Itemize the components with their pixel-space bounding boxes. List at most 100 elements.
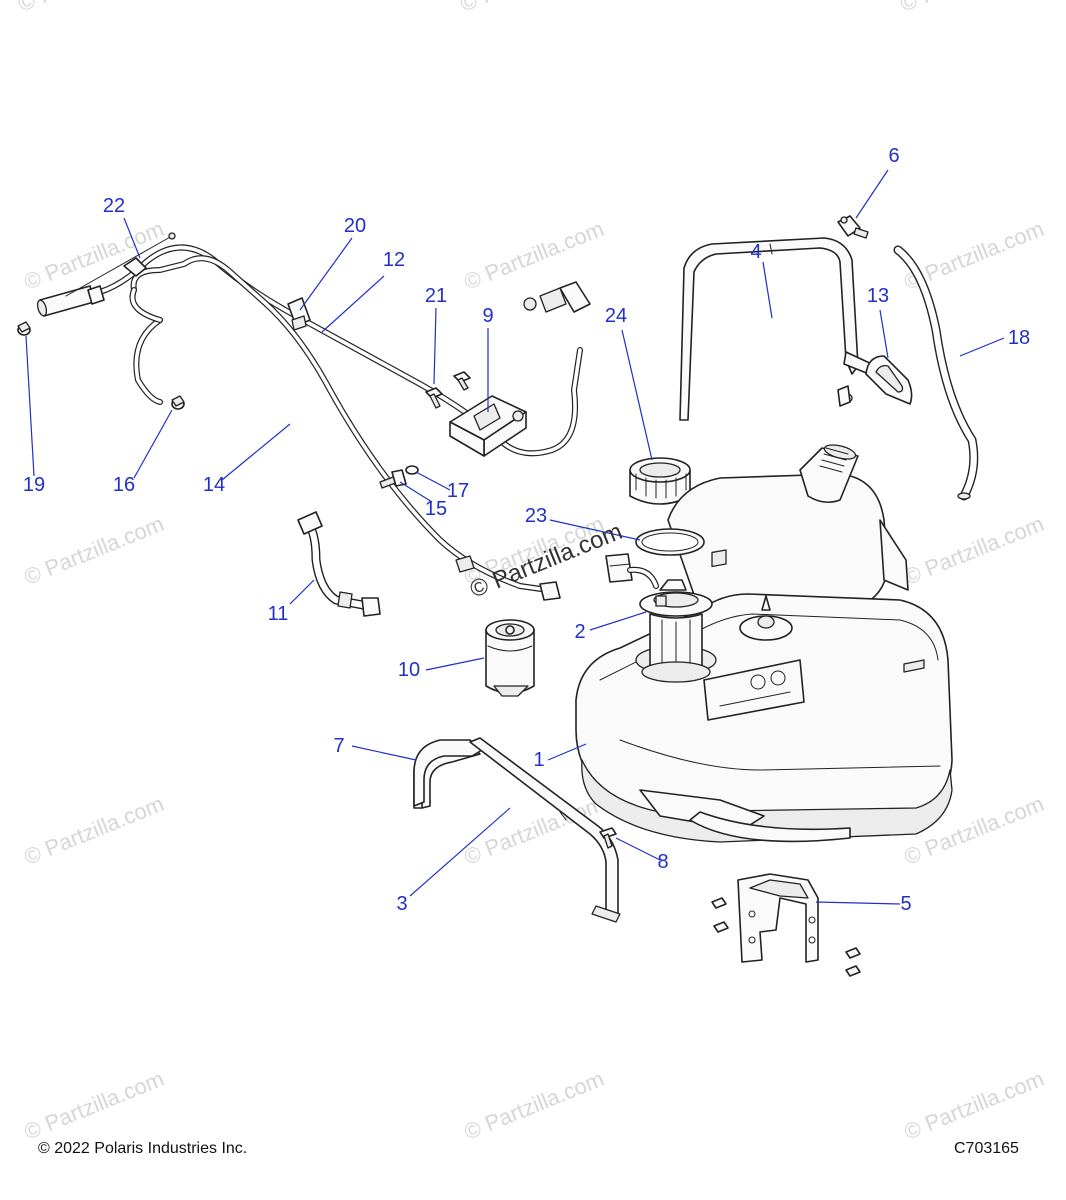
part-2-fuel-pump: [605, 553, 713, 683]
callout-18[interactable]: 18: [959, 327, 1030, 357]
callout-number[interactable]: 23: [525, 505, 547, 527]
watermark-text: © Partzilla.com: [21, 511, 168, 590]
callout-11[interactable]: 11: [268, 579, 315, 625]
callout-1[interactable]: 1: [533, 743, 587, 771]
callout-number[interactable]: 18: [1008, 327, 1030, 349]
callout-number[interactable]: 21: [425, 285, 447, 307]
callout-number[interactable]: 13: [867, 285, 889, 307]
callout-number[interactable]: 22: [103, 195, 125, 217]
part-17-o-ring: [405, 465, 419, 475]
callout-number[interactable]: 8: [657, 851, 668, 873]
callout-12[interactable]: 12: [321, 249, 405, 333]
callout-6[interactable]: 6: [855, 145, 900, 219]
callout-number[interactable]: 15: [425, 498, 447, 520]
part-23-pump-seal: [635, 528, 705, 556]
callout-number[interactable]: 6: [888, 145, 899, 167]
watermark-text: © Partzilla.com: [461, 1066, 608, 1145]
callout-14[interactable]: 14: [203, 423, 291, 496]
callout-number[interactable]: 17: [447, 480, 469, 502]
callout-15[interactable]: 15: [399, 481, 447, 520]
watermark-text: © Partzilla.com: [21, 791, 168, 870]
callout-20[interactable]: 20: [299, 215, 366, 311]
callout-leader: [959, 337, 1005, 357]
callout-5[interactable]: 5: [815, 893, 912, 915]
footer-copyright: © 2022 Polaris Industries Inc.: [38, 1140, 248, 1157]
callout-number[interactable]: 24: [605, 305, 627, 327]
callout-number[interactable]: 14: [203, 474, 225, 496]
callout-leader: [855, 169, 889, 219]
callout-number[interactable]: 16: [113, 474, 135, 496]
watermark-text: © Partzilla.com: [901, 1066, 1048, 1145]
callout-7[interactable]: 7: [333, 735, 417, 761]
part-12-fuel-line-upper: [36, 244, 591, 457]
callout-number[interactable]: 5: [900, 893, 911, 915]
watermark-text: © Partzilla.com: [461, 216, 608, 295]
callout-leader: [399, 481, 433, 503]
callout-19[interactable]: 19: [23, 335, 45, 496]
callout-leader: [615, 837, 661, 861]
callout-leader: [425, 657, 485, 671]
footer-diagram-code: C703165: [954, 1140, 1019, 1157]
callout-number[interactable]: 10: [398, 659, 420, 681]
callout-leader: [351, 745, 417, 761]
watermark-text: © Partzilla.com: [901, 511, 1048, 590]
part-18-vent-hose: [893, 245, 979, 501]
callout-leader: [762, 261, 773, 319]
part-4-upper-strap: [679, 237, 877, 421]
callout-4[interactable]: 4: [750, 241, 773, 319]
part-19-clamp: [17, 321, 31, 336]
callout-number[interactable]: 19: [23, 474, 45, 496]
callout-leader: [589, 611, 647, 631]
part-8-strap-bolt: [599, 827, 617, 849]
part-22-cable-tie: [65, 232, 176, 297]
part-24-lock-ring: [629, 457, 691, 505]
part-11-short-hose: [297, 511, 381, 617]
part-6-vent-valve: [837, 215, 869, 239]
callout-leader: [409, 807, 511, 897]
callout-leader: [433, 307, 437, 385]
callout-23[interactable]: 23: [525, 505, 641, 541]
callout-24[interactable]: 24: [605, 305, 653, 461]
callout-leader: [815, 901, 901, 905]
callout-17[interactable]: 17: [415, 471, 469, 502]
part-1-fuel-tank: [575, 444, 953, 843]
callout-leader: [879, 309, 889, 359]
callout-number[interactable]: 3: [396, 893, 407, 915]
part-16-clamp: [171, 395, 185, 410]
callout-21[interactable]: 21: [425, 285, 447, 385]
callout-number[interactable]: 12: [383, 249, 405, 271]
watermark-text: © Partzilla.com: [15, 0, 162, 17]
callout-number[interactable]: 20: [344, 215, 366, 237]
part-14-fuel-line-lower: [129, 255, 561, 601]
callout-leader: [299, 237, 353, 311]
part-5-tank-bracket: [711, 873, 861, 977]
callout-leader: [123, 217, 141, 259]
part-10-fuel-filter: [485, 619, 535, 697]
part-21-bolt: [425, 371, 471, 409]
callout-22[interactable]: 22: [103, 195, 141, 259]
callout-leader: [289, 579, 315, 605]
watermark-text: © Partzilla.com: [897, 0, 1044, 17]
callout-leader: [133, 409, 173, 479]
part-20-line-clip: [287, 297, 311, 331]
callout-2[interactable]: 2: [574, 611, 647, 643]
callout-13[interactable]: 13: [867, 285, 889, 359]
callout-number[interactable]: 1: [533, 749, 544, 771]
callout-3[interactable]: 3: [396, 807, 511, 915]
callout-number[interactable]: 4: [750, 241, 761, 263]
callout-leader: [415, 471, 451, 491]
callout-number[interactable]: 9: [482, 305, 493, 327]
watermark-text: © Partzilla.com: [21, 1066, 168, 1145]
callout-8[interactable]: 8: [615, 837, 669, 873]
callout-16[interactable]: 16: [113, 409, 173, 496]
watermark-text: © Partzilla.com: [21, 216, 168, 295]
callout-leader: [621, 329, 653, 461]
callout-number[interactable]: 7: [333, 735, 344, 757]
callout-number[interactable]: 11: [268, 603, 289, 625]
callout-9[interactable]: 9: [482, 305, 494, 412]
part-13-clamp-cover: [865, 355, 913, 405]
callout-10[interactable]: 10: [398, 657, 485, 681]
callout-number[interactable]: 2: [574, 621, 585, 643]
part-9-mount-bracket: [449, 395, 527, 457]
